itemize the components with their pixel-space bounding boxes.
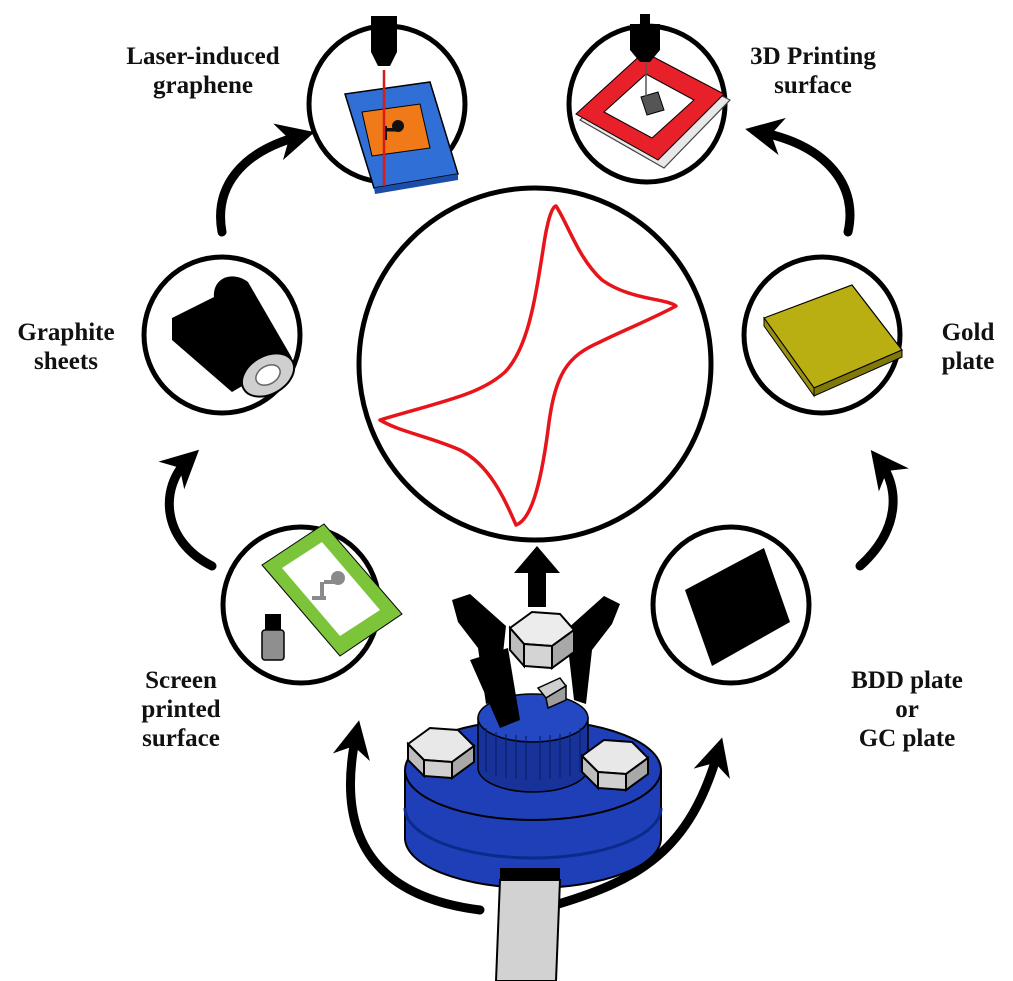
print3d-circle [566,14,732,185]
hex-bolt-left [406,726,476,780]
screen-circle [220,523,403,686]
arrow-graphite-to-lig [216,123,315,237]
graphite-circle [141,254,303,416]
lig-circle [306,16,468,194]
electrochemical-cell-icon [403,594,663,981]
label-graphite-sheets: Graphite sheets [17,319,115,375]
cycle-arrows [158,117,909,915]
clamp-right [566,596,620,704]
label-bdd-gc-plate: BDD plate or GC plate [851,667,963,752]
screen-electrode-pattern [312,571,345,600]
gold-circle [741,254,903,416]
label-3d-printing-surface: 3D Printing surface [750,43,876,99]
laser-nozzle [371,16,397,66]
label-laser-induced-graphene: Laser-induced graphene [126,43,280,99]
arrow-bdd-to-gold [855,450,909,571]
hex-bolt-right [580,738,650,792]
arrow-cell-to-bdd [550,737,730,910]
label-gold-plate: Gold plate [941,319,995,375]
arrow-cell-to-screen [332,720,485,915]
label-screen-printed-surface: Screen printed surface [141,667,221,752]
arrow-gold-to-3dprint [745,117,855,237]
nail-polish-bottle [261,614,285,661]
arrow-screen-to-graphite [158,449,217,571]
arrow-cell-to-cv [514,546,560,607]
cyclic-voltammogram-icon [378,204,678,527]
printer-head [630,24,660,62]
bdd-circle [650,524,812,686]
cv-circle [356,185,714,543]
hex-bolt-top [508,610,576,670]
